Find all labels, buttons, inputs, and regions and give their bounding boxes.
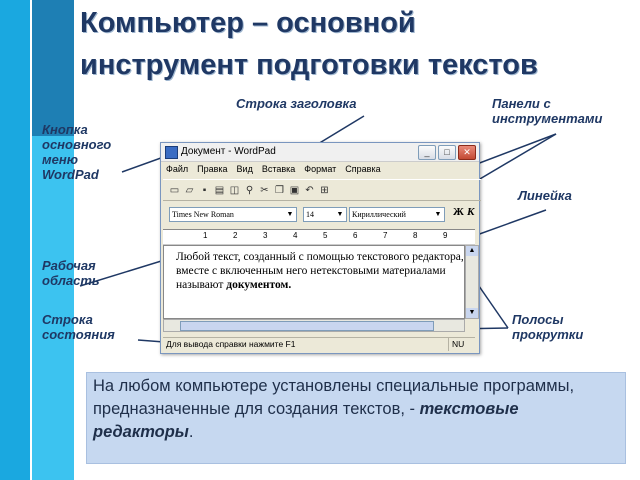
callout-scrollbars: Полосы прокрутки [512, 312, 584, 342]
chevron-down-icon: ▼ [434, 210, 442, 218]
slide-title-line1: Компьютер – основной [80, 7, 416, 39]
insert-object-icon[interactable]: ⊞ [320, 184, 329, 196]
info-emphasis: текстовые редакторы [93, 400, 519, 441]
chevron-down-icon: ▼ [286, 210, 294, 218]
print-icon[interactable]: ▤ [214, 184, 225, 196]
cut-icon[interactable]: ✂ [260, 184, 269, 196]
maximize-button[interactable]: □ [438, 145, 456, 160]
scroll-up-icon[interactable]: ▲ [466, 246, 478, 256]
print-preview-icon[interactable]: ◫ [229, 184, 240, 196]
paste-icon[interactable]: ▣ [289, 184, 300, 196]
wordpad-status-bar: Для вывода справки нажмите F1 NU [163, 337, 475, 351]
undo-icon[interactable]: ↶ [305, 184, 314, 196]
document-body-text: Любой текст, созданный с помощью текстов… [176, 251, 464, 291]
document-bold-text: документом. [226, 279, 292, 291]
status-mode: NU [448, 338, 474, 351]
script-value: Кириллический [352, 210, 406, 219]
minimize-button[interactable]: _ [418, 145, 436, 160]
ruler-number: 4 [293, 231, 298, 240]
wordpad-format-bar: Times New Roman ▼ 14 ▼ Кириллический ▼ Ж… [163, 204, 475, 224]
info-main-text: На любом компьютере установлены специаль… [93, 377, 575, 418]
horizontal-scroll-thumb[interactable] [180, 321, 434, 331]
document-text: Любой текст, созданный с помощью текстов… [176, 250, 466, 292]
scroll-down-icon[interactable]: ▼ [466, 308, 478, 318]
wordpad-toolbar: ▭ ▱ ▪ ▤ ◫ ⚲ ✂ ❐ ▣ ↶ ⊞ [163, 179, 481, 201]
copy-icon[interactable]: ❐ [275, 184, 284, 196]
font-name-select[interactable]: Times New Roman ▼ [169, 207, 297, 222]
wordpad-menu-bar: Файл Правка Вид Вставка Формат Справка [161, 162, 484, 176]
ruler-number: 5 [323, 231, 328, 240]
side-decoration-strip [30, 0, 32, 480]
save-icon[interactable]: ▪ [202, 184, 207, 196]
vertical-scrollbar[interactable]: ▲ ▼ [465, 245, 479, 319]
callout-main-menu-button: Кнопка основного меню WordPad [42, 122, 112, 182]
info-box: На любом компьютере установлены специаль… [86, 372, 626, 464]
font-name-value: Times New Roman [172, 210, 234, 219]
ruler-number: 2 [233, 231, 238, 240]
wordpad-app-icon[interactable] [165, 146, 178, 159]
line-ruler [473, 209, 547, 237]
wordpad-window-title: Документ - WordPad [181, 146, 276, 157]
chevron-down-icon: ▼ [336, 210, 344, 218]
ruler-number: 6 [353, 231, 358, 240]
wordpad-ruler[interactable]: 1 2 3 4 5 6 7 8 9 [163, 229, 475, 245]
ruler-number: 8 [413, 231, 418, 240]
ruler-number: 1 [203, 231, 208, 240]
menu-insert[interactable]: Вставка [261, 164, 296, 174]
line-status-bar [137, 339, 165, 343]
new-document-icon[interactable]: ▭ [169, 184, 180, 196]
info-text: На любом компьютере установлены специаль… [93, 375, 623, 444]
wordpad-window: Документ - WordPad _ □ ✕ Файл Правка Вид… [160, 142, 481, 354]
menu-file[interactable]: Файл [166, 164, 189, 174]
menu-format[interactable]: Формат [304, 164, 337, 174]
status-text: Для вывода справки нажмите F1 [166, 339, 296, 349]
slide-title-line2: инструмент подготовки текстов [80, 49, 538, 81]
font-size-select[interactable]: 14 ▼ [303, 207, 347, 222]
font-size-value: 14 [306, 210, 314, 219]
callout-title-bar: Строка заголовка [236, 96, 357, 111]
menu-edit[interactable]: Правка [197, 164, 228, 174]
bold-button[interactable]: Ж [453, 206, 464, 218]
menu-help[interactable]: Справка [345, 164, 381, 174]
italic-button[interactable]: К [467, 206, 475, 218]
script-select[interactable]: Кириллический ▼ [349, 207, 445, 222]
open-folder-icon[interactable]: ▱ [185, 184, 194, 196]
callout-status-bar: Строка состояния [42, 312, 115, 342]
side-decoration-block [30, 0, 74, 136]
ruler-number: 3 [263, 231, 268, 240]
find-icon[interactable]: ⚲ [245, 184, 254, 196]
menu-view[interactable]: Вид [236, 164, 253, 174]
horizontal-scrollbar[interactable] [163, 319, 465, 332]
callout-toolbars: Панели с инструментами [492, 96, 603, 126]
close-button[interactable]: ✕ [458, 145, 476, 160]
side-decoration [0, 0, 74, 480]
ruler-number: 7 [383, 231, 388, 240]
wordpad-text-area[interactable]: Любой текст, созданный с помощью текстов… [163, 245, 465, 319]
ruler-number: 9 [443, 231, 448, 240]
slide-title: Компьютер – основной инструмент подготов… [80, 2, 640, 86]
wordpad-title-bar: Документ - WordPad _ □ ✕ [161, 143, 479, 162]
info-end: . [188, 423, 194, 441]
